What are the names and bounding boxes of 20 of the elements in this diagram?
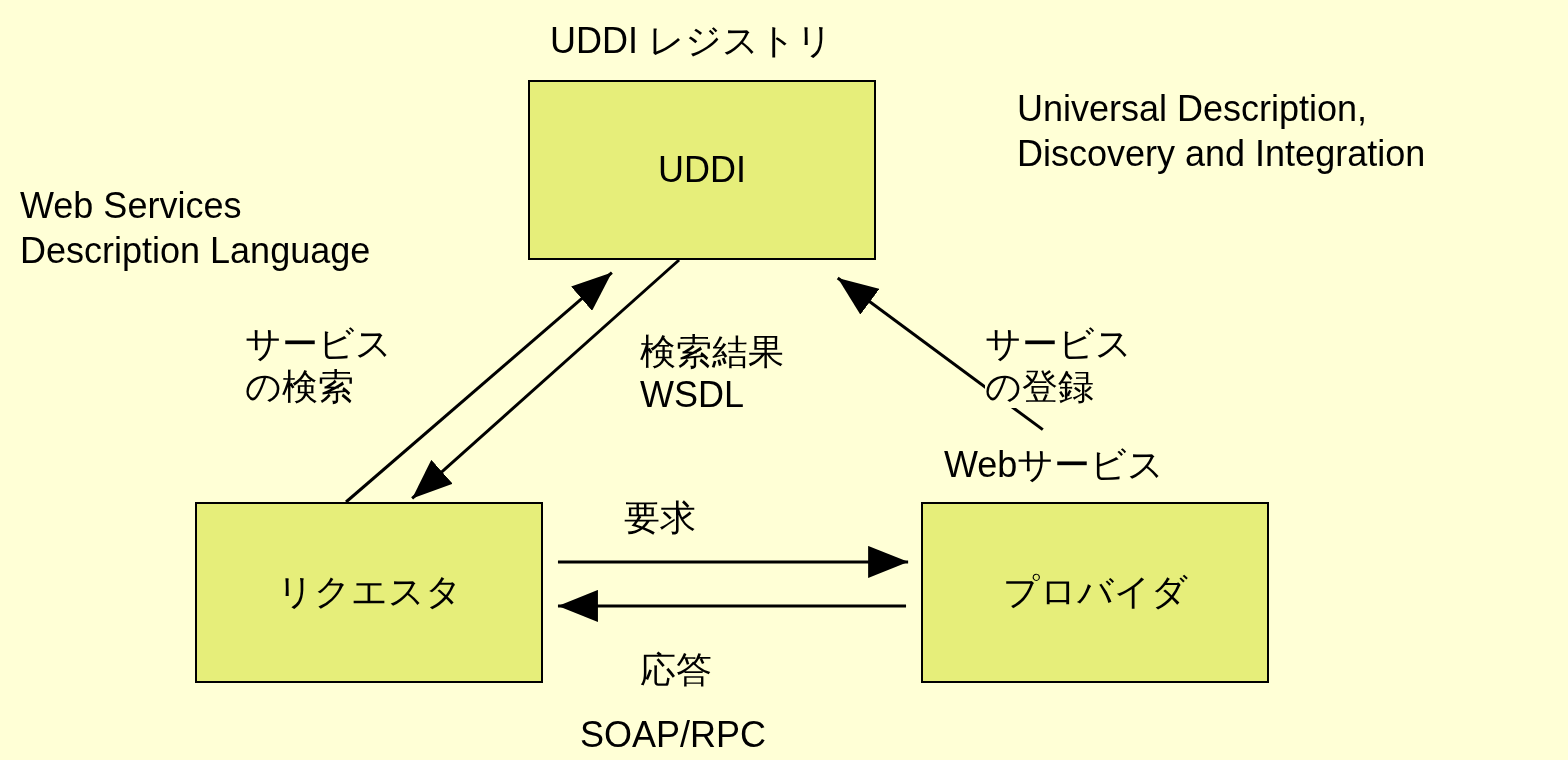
arrow: [411, 258, 681, 500]
note: Universal Description, Discovery and Integration: [1017, 87, 1427, 176]
note: Web Services Description Language: [20, 184, 372, 273]
arrow: [557, 589, 907, 622]
box-label: リクエスタ: [276, 570, 462, 614]
edge-label: 要求: [624, 496, 697, 540]
note: SOAP/RPC: [580, 713, 768, 757]
arrow: [836, 276, 1044, 431]
component-box: [528, 80, 876, 260]
component-box: [195, 502, 543, 683]
edge-label: 応答: [640, 648, 713, 692]
arrow: [345, 271, 613, 504]
edge-label: サービスの検索: [245, 322, 393, 409]
component-box: [921, 502, 1269, 683]
edge-label: 検索結果 WSDL: [640, 330, 785, 417]
box-label: プロバイダ: [1002, 570, 1188, 614]
node-label: UDDI レジストリ: [550, 19, 834, 63]
node-label: Webサービス: [944, 443, 1166, 487]
box-label: UDDI: [658, 149, 746, 191]
arrow: [557, 545, 909, 578]
